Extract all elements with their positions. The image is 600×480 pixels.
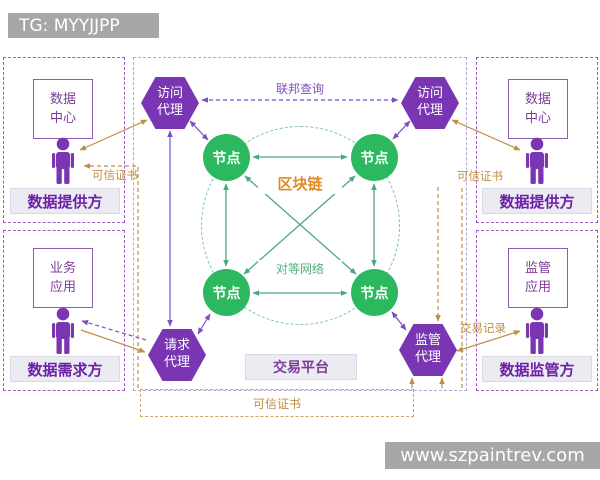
hexagon-label: 访问代理 [416,86,443,118]
data-center-box-right: 数据中心 [508,79,568,139]
person-icon [52,307,74,354]
role-label: 数据需求方 [27,360,103,379]
trading-platform-label: 交易平台 [273,360,329,376]
arrow-regagent-node [391,311,407,331]
node-label: 节点 [360,150,389,167]
arrow-person-to-requestagent [80,329,146,353]
node-label: 节点 [360,285,389,302]
arrow-cert-top-right [451,119,521,151]
business-app-box: 业务应用 [33,248,93,308]
role-label: 数据提供方 [499,192,575,211]
federated-query-label: 联邦查询 [275,82,324,96]
trusted-cert-label-left: 可信证书 [92,168,138,182]
regulatory-app-box: 监管应用 [508,248,568,308]
tg-tag-badge: TG: MYYJJPP [8,13,159,38]
hexagon-label: 访问代理 [156,86,183,118]
role-label: 数据监管方 [499,360,575,379]
trusted-cert-label-right: 可信证书 [457,169,503,183]
p2p-network-circle [201,126,400,325]
trusted-cert-box-bottom: 可信证书 [140,389,414,417]
regulatory-app-label: 监管应用 [524,260,551,296]
role-data-provider-right: 数据提供方 [482,188,592,214]
p2p-network-label: 对等网络 [258,260,342,277]
node-label: 节点 [212,285,241,302]
arrow-accessagent-node-left [189,120,209,141]
blockchain-node-bottom-left: 节点 [203,269,250,316]
transaction-record-label: 交易记录 [460,321,506,335]
arrow-cert-top-left [79,119,148,151]
role-data-provider-left: 数据提供方 [10,188,120,214]
person-icon [526,137,548,184]
arrow-accessagent-node-right [392,120,411,140]
tg-tag-label: TG: MYYJJPP [19,15,120,36]
person-icon [52,137,74,184]
cert-corridor-left [83,163,139,388]
arrow-requestagent-node [197,313,211,335]
role-data-consumer: 数据需求方 [10,356,120,382]
arrow-transaction-record [456,330,521,352]
panel-central-platform [133,57,467,391]
trading-platform-box: 交易平台 [245,354,357,380]
hexagon-label: 监管代理 [414,333,441,365]
data-center-label: 数据中心 [49,91,76,127]
role-label: 数据提供方 [27,192,103,211]
trusted-cert-label-bottom: 可信证书 [252,396,301,411]
panel-data-regulator-right [476,230,598,391]
node-label: 节点 [212,150,241,167]
agent-link-arrows [81,97,411,341]
watermark-url: www.szpaintrev.com [400,445,585,466]
cert-flow-lines [79,119,521,388]
person-icon [526,307,548,354]
blockchain-node-top-right: 节点 [351,134,398,181]
blockchain-node-top-left: 节点 [203,134,250,181]
person-data-consumer [48,307,78,359]
data-center-label: 数据中心 [524,91,551,127]
business-app-label: 业务应用 [49,260,76,296]
person-data-regulator [522,307,552,359]
panel-data-consumer-left [3,230,125,391]
person-data-provider-right [522,137,552,189]
data-center-box-left: 数据中心 [33,79,93,139]
blockchain-label: 区块链 [258,173,342,194]
blockchain-node-bottom-right: 节点 [351,269,398,316]
arrow-requestagent-to-person [81,320,147,341]
hexagon-label: 请求代理 [163,338,190,370]
person-data-provider-left [48,137,78,189]
hexagon-access-agent-left: 访问代理 [141,77,199,129]
role-data-regulator: 数据监管方 [482,356,592,382]
watermark-badge: www.szpaintrev.com [385,442,600,469]
